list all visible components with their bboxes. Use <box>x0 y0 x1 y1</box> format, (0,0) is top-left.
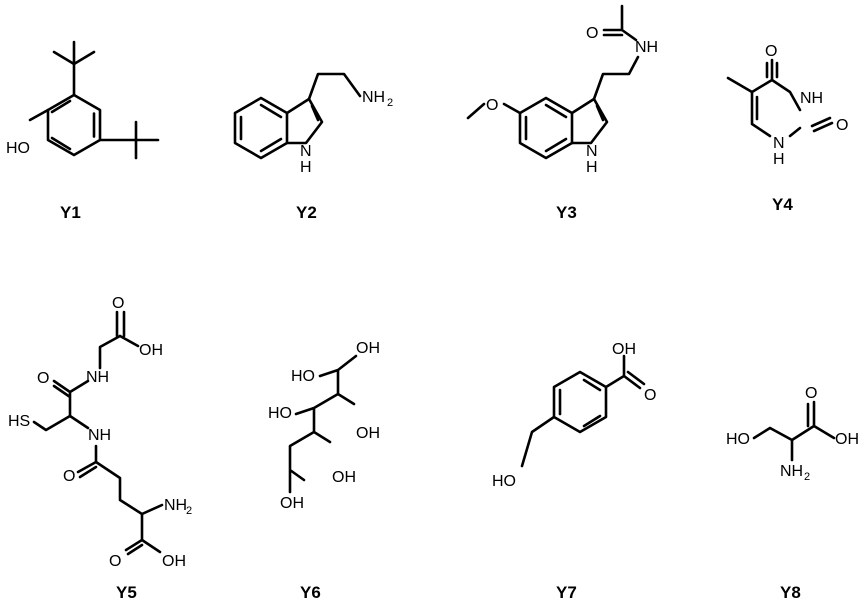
y7-carboxyl <box>604 354 646 390</box>
compound-label-y6: Y6 <box>300 583 321 602</box>
y7-hydroxyl-bond <box>520 415 556 468</box>
y2-ethylamine-chain <box>307 72 362 101</box>
y5-cys-amide <box>52 379 90 418</box>
y6-oh-2: HO <box>291 368 315 385</box>
y1-tert-butyl-right <box>98 120 160 160</box>
y2-indole-h: H <box>300 159 312 176</box>
y5-cys-o: O <box>37 370 49 387</box>
y2-benzene-ring <box>233 96 289 160</box>
y2-ring-double-bonds <box>239 103 283 153</box>
y5-thiol: HS <box>8 413 30 430</box>
y3-methoxy-o: O <box>486 97 498 114</box>
y3-ring-double-bonds <box>524 103 568 153</box>
y3-amide-nh: NH <box>635 39 658 56</box>
y6-oh-3: OH <box>356 425 380 442</box>
molecule-y4: O NH O N H Y4 <box>726 43 848 214</box>
y3-methoxy-bonds <box>466 102 522 120</box>
y5-glu-o: O <box>63 468 75 485</box>
y7-ring-double-bonds <box>558 378 602 428</box>
y4-n1-h: H <box>773 151 785 168</box>
y1-ring-double-bonds <box>50 99 96 151</box>
y7-carboxyl-oh: OH <box>612 341 636 358</box>
molecule-y8: O HO OH NH 2 Y8 <box>726 385 859 602</box>
y6-oh-4: HO <box>268 405 292 422</box>
y3-indole-h: H <box>586 159 598 176</box>
y8-amine-subscript: 2 <box>804 471 810 483</box>
y5-glycine-nh: NH <box>86 369 109 386</box>
compound-label-y2: Y2 <box>296 203 317 222</box>
y3-pyrrole-ring <box>570 97 609 145</box>
y6-hexitol-chain <box>288 354 358 494</box>
y1-tert-butyl-top <box>52 40 96 97</box>
y6-oh-1: OH <box>356 340 380 357</box>
molecule-y7: OH O HO Y7 <box>492 341 656 602</box>
y7-carboxyl-o: O <box>644 387 656 404</box>
y5-glycine-oh: OH <box>139 342 163 359</box>
y4-c4-carbonyl <box>765 61 779 79</box>
y4-o4: O <box>765 43 777 60</box>
y5-glu-amine: NH <box>164 497 187 514</box>
y2-pyrrole-double-bond <box>310 104 320 122</box>
y3-indole-n: N <box>586 143 598 160</box>
y1-hydroxyl-bond <box>28 108 50 122</box>
y2-amine-subscript: 2 <box>387 97 393 109</box>
y8-amine: NH <box>780 463 803 480</box>
y6-oh-5: OH <box>332 469 356 486</box>
y3-ethyl-chain <box>592 55 640 101</box>
y2-amine-label: NH <box>362 89 385 106</box>
compound-label-y8: Y8 <box>780 583 801 602</box>
compound-label-y4: Y4 <box>772 195 793 214</box>
y3-acetyl-bonds <box>602 4 638 42</box>
y4-methyl-bond <box>726 76 754 94</box>
compound-label-y7: Y7 <box>556 583 577 602</box>
molecule-y6: OH HO OH HO OH OH Y6 <box>268 340 380 602</box>
y5-glutamyl-chain <box>76 444 164 542</box>
y8-hydroxyl: HO <box>726 431 750 448</box>
y3-benzene-ring <box>518 96 574 160</box>
molecule-y1: HO Y1 <box>6 40 160 222</box>
y8-carboxyl-o: O <box>805 385 817 402</box>
y5-glycine-carboxyl <box>98 310 140 370</box>
y5-glu-oh: OH <box>162 553 186 570</box>
y3-pyrrole-double-bond <box>595 104 605 122</box>
y1-benzene-ring <box>46 93 102 157</box>
molecule-y5: O OH NH O HS NH O NH 2 O OH Y5 <box>8 295 192 602</box>
y4-n1: N <box>773 135 785 152</box>
y5-glycine-o: O <box>112 295 124 312</box>
y4-pyrimidine-ring <box>750 58 802 138</box>
y6-oh-6: OH <box>280 495 304 512</box>
y2-indole-n: N <box>300 143 312 160</box>
y4-o2: O <box>836 117 848 134</box>
molecule-y2: NH 2 N H Y2 <box>233 72 393 222</box>
y5-glu-carboxyl <box>124 538 162 556</box>
y1-atom-label: HO <box>6 140 30 157</box>
y5-glu-amine-subscript: 2 <box>186 505 192 517</box>
y4-n3h: NH <box>800 90 823 107</box>
compound-label-y1: Y1 <box>60 203 81 222</box>
y5-cys-nh: NH <box>88 427 111 444</box>
y3-carbonyl-o: O <box>586 25 598 42</box>
y5-cys-sidechain <box>32 414 90 432</box>
y5-glu-o2: O <box>109 553 121 570</box>
molecule-y3: O NH O N H Y3 <box>466 4 658 222</box>
compound-label-y5: Y5 <box>116 583 137 602</box>
y2-pyrrole-ring <box>285 97 324 145</box>
compound-label-y3: Y3 <box>556 203 577 222</box>
y7-benzene-ring <box>552 370 608 434</box>
y4-c2-carbonyl <box>810 116 834 133</box>
y8-serine-skeleton <box>752 400 836 462</box>
y7-phenol-oh: HO <box>492 473 516 490</box>
y8-carboxyl-oh: OH <box>835 431 859 448</box>
